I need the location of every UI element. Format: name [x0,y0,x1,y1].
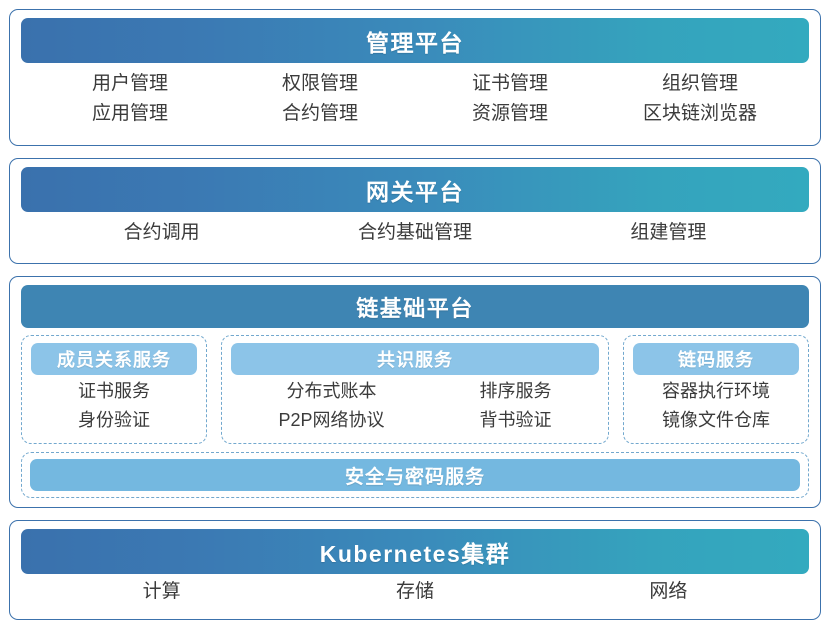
admin-column-1: 用户管理 应用管理 [35,71,225,128]
membership-label-grid: 证书服务 身份验证 [31,375,197,434]
label-container-runtime: 容器执行环境 [662,380,770,401]
layer-card-kubernetes-cluster: Kubernetes集群 计算 存储 网络 [9,520,821,620]
layer-title-kubernetes-cluster: Kubernetes集群 [21,529,809,574]
layer-card-gateway-platform: 网关平台 合约调用 合约基础管理 组建管理 [9,158,821,264]
k8s-column-2: 存储 [288,579,541,606]
label-contract-basic-management: 合约基础管理 [357,221,472,243]
label-endorsement-verification: 背书验证 [479,410,552,430]
label-p2p-network-protocol: P2P网络协议 [278,410,385,430]
chain-service-groups: 成员关系服务 证书服务 身份验证 共识服务 分布式账本 P2P网络协 [21,335,809,444]
service-group-title-chaincode: 链码服务 [633,343,799,375]
layer-title-chain-foundation-platform: 链基础平台 [21,285,809,328]
label-image-file-repository: 镜像文件仓库 [662,410,770,430]
gateway-column-1: 合约调用 [35,220,288,247]
label-certificate-service: 证书服务 [78,380,150,401]
label-organization-management: 组织管理 [661,73,738,95]
layer-title-gateway-platform: 网关平台 [21,167,809,212]
label-permission-management: 权限管理 [281,73,358,95]
consensus-column-1: 分布式账本 P2P网络协议 [278,378,384,433]
admin-column-2: 权限管理 合约管理 [225,71,415,128]
kubernetes-label-grid: 计算 存储 网络 [21,574,809,610]
label-component-management: 组建管理 [630,221,707,243]
service-group-consensus: 共识服务 分布式账本 P2P网络协议 排序服务 背书验证 [221,335,609,444]
label-contract-invocation: 合约调用 [123,221,200,243]
label-blockchain-explorer: 区块链浏览器 [642,103,757,124]
service-title-security-crypto: 安全与密码服务 [30,459,800,491]
service-group-membership: 成员关系服务 证书服务 身份验证 [21,335,207,444]
label-compute: 计算 [142,580,181,602]
service-group-security: 安全与密码服务 [21,452,809,498]
label-certificate-management: 证书管理 [471,73,548,95]
label-resource-management: 资源管理 [471,103,548,124]
layer-title-admin-platform: 管理平台 [21,18,809,63]
admin-platform-label-grid: 用户管理 应用管理 权限管理 合约管理 证书管理 资源管理 组织管理 区块链浏览… [21,63,809,136]
admin-column-3: 证书管理 资源管理 [415,71,605,128]
label-ordering-service: 排序服务 [479,380,552,401]
gateway-column-3: 组建管理 [542,220,795,247]
admin-column-4: 组织管理 区块链浏览器 [605,71,795,128]
label-storage: 存储 [395,580,434,602]
chaincode-label-grid: 容器执行环境 镜像文件仓库 [633,375,799,434]
k8s-column-1: 计算 [35,579,288,606]
label-distributed-ledger: 分布式账本 [286,380,377,401]
consensus-column-2: 排序服务 背书验证 [480,378,552,433]
chaincode-column-1: 容器执行环境 镜像文件仓库 [662,378,770,433]
label-application-management: 应用管理 [91,103,168,124]
label-network: 网络 [649,580,688,602]
service-group-title-membership: 成员关系服务 [31,343,197,375]
label-identity-verification: 身份验证 [78,410,150,430]
layer-card-chain-foundation-platform: 链基础平台 成员关系服务 证书服务 身份验证 共识服务 [9,276,821,508]
layer-card-admin-platform: 管理平台 用户管理 应用管理 权限管理 合约管理 证书管理 资源管理 组织管理 … [9,9,821,146]
service-group-chaincode: 链码服务 容器执行环境 镜像文件仓库 [623,335,809,444]
membership-column-1: 证书服务 身份验证 [78,378,150,433]
service-group-title-consensus: 共识服务 [231,343,599,375]
gateway-platform-label-grid: 合约调用 合约基础管理 组建管理 [21,212,809,254]
label-contract-management: 合约管理 [281,103,358,124]
consensus-label-grid: 分布式账本 P2P网络协议 排序服务 背书验证 [231,375,599,434]
label-user-management: 用户管理 [91,73,168,95]
k8s-column-3: 网络 [542,579,795,606]
chain-foundation-body: 成员关系服务 证书服务 身份验证 共识服务 分布式账本 P2P网络协 [21,328,809,498]
gateway-column-2: 合约基础管理 [288,220,541,247]
